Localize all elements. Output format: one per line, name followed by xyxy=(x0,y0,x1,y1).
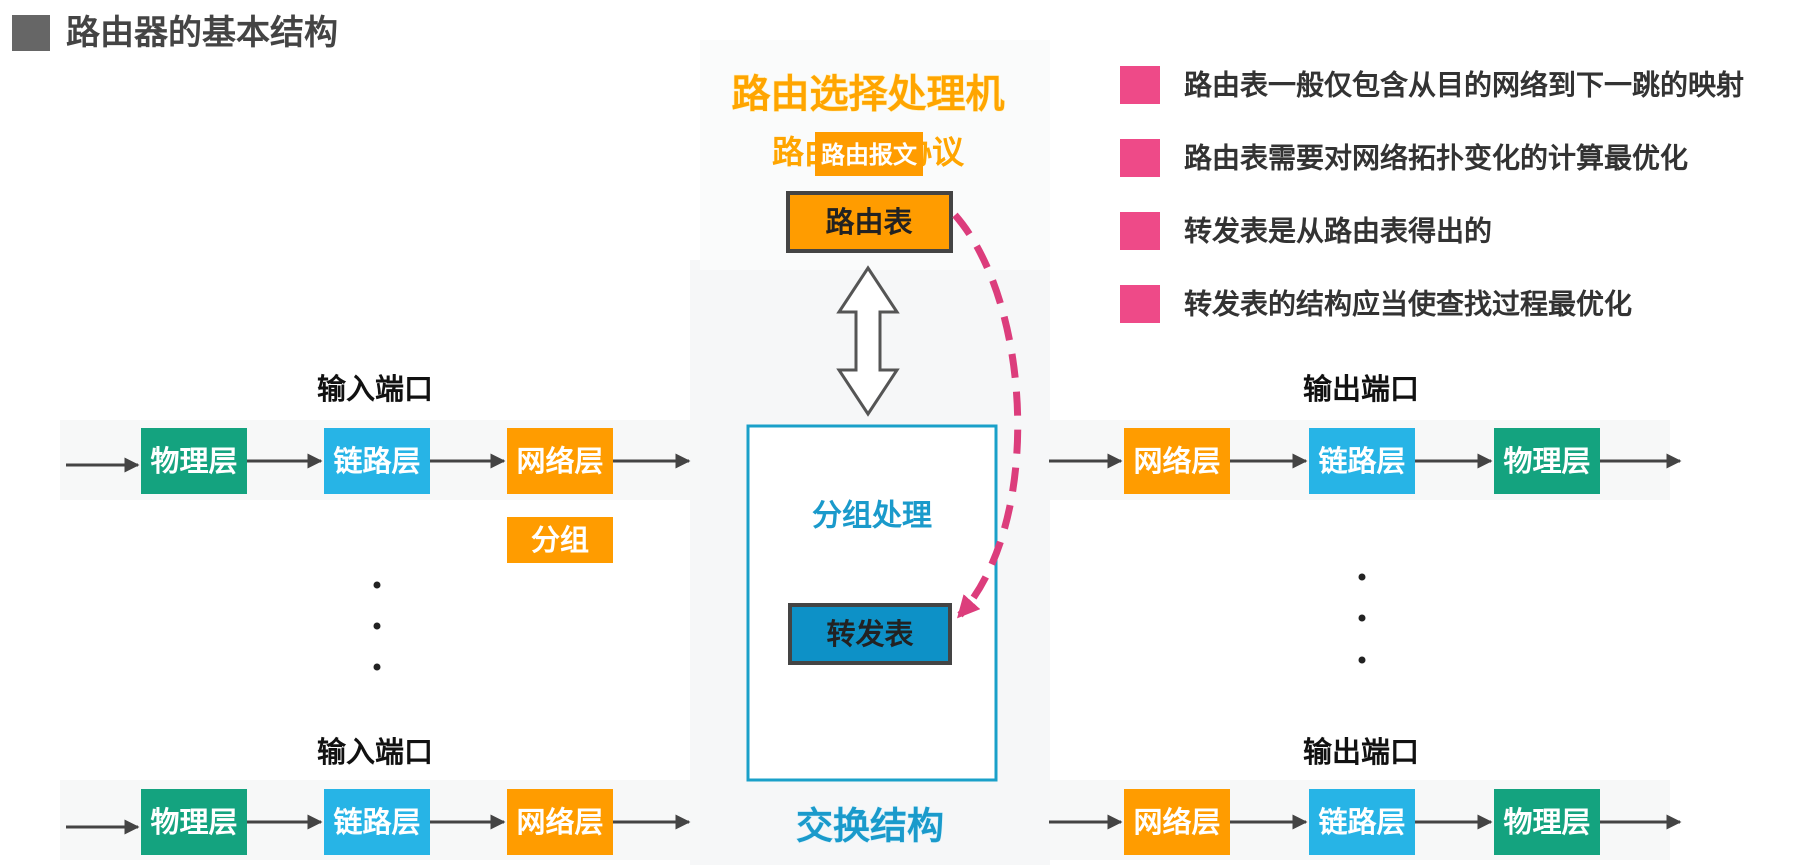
packet-processing-label: 分组处理 xyxy=(812,499,932,534)
output-2-network-layer-box xyxy=(1124,789,1230,855)
output-1-physical-layer-label: 物理层 xyxy=(1503,444,1590,478)
note-item-2: 路由表需要对网络拓扑变化的计算最优化 xyxy=(1184,142,1688,175)
output-1-physical-layer-box xyxy=(1494,428,1600,494)
note-item-4: 转发表的结构应当使查找过程最优化 xyxy=(1184,288,1632,321)
output-2-physical-layer-box xyxy=(1494,789,1600,855)
square-bullet-icon xyxy=(1120,66,1160,104)
input-port-2-label: 输入端口 xyxy=(317,735,433,769)
notes-list: 路由表一般仅包含从目的网络到下一跳的映射 路由表需要对网络拓扑变化的计算最优化 … xyxy=(1120,66,1744,323)
ellipsis-dot xyxy=(1358,614,1366,622)
input-2-link-layer-box xyxy=(324,789,430,855)
input-2-link-layer-label: 链路层 xyxy=(333,805,420,839)
page-title: 路由器的基本结构 xyxy=(66,13,338,53)
ellipsis-dot xyxy=(1358,656,1366,664)
input-port-1-label: 输入端口 xyxy=(317,372,433,406)
square-bullet-icon xyxy=(1120,212,1160,250)
ellipsis-dot xyxy=(1358,573,1366,581)
output-port-2-label: 输出端口 xyxy=(1303,735,1419,769)
output-1-network-layer-label: 网络层 xyxy=(1133,444,1220,478)
forwarding-table-box xyxy=(788,603,952,665)
output-2-link-layer-box xyxy=(1309,789,1415,855)
ellipsis-dot xyxy=(373,581,381,589)
input-2-network-layer-box xyxy=(507,789,613,855)
square-bullet-icon xyxy=(1120,285,1160,323)
ellipsis-dot xyxy=(373,663,381,671)
routing-message-label: 路由报文 xyxy=(821,141,918,169)
output-2-physical-layer-label: 物理层 xyxy=(1503,805,1590,839)
packet-label: 分组 xyxy=(531,523,589,557)
output-1-link-layer-box xyxy=(1309,428,1415,494)
output-port-1-label: 输出端口 xyxy=(1303,372,1419,406)
note-item-3: 转发表是从路由表得出的 xyxy=(1184,215,1492,248)
switch-fabric-label: 交换结构 xyxy=(796,805,944,848)
input-2-physical-layer-box xyxy=(141,789,247,855)
ellipsis-dot xyxy=(373,622,381,630)
output-2-network-layer-label: 网络层 xyxy=(1133,805,1220,839)
output-2-link-layer-label: 链路层 xyxy=(1318,805,1405,839)
routing-table-label: 路由表 xyxy=(825,205,912,239)
input-2-physical-layer-label: 物理层 xyxy=(150,805,237,839)
packet-box xyxy=(507,517,613,563)
input-1-link-layer-box xyxy=(324,428,430,494)
input-1-physical-layer-box xyxy=(141,428,247,494)
input-1-network-layer-box xyxy=(507,428,613,494)
square-bullet-icon xyxy=(1120,139,1160,177)
routing-to-forwarding-dashed-arrow xyxy=(952,212,1022,619)
output-1-network-layer-box xyxy=(1124,428,1230,494)
square-marker-icon xyxy=(12,15,50,51)
routing-message-tag xyxy=(815,132,923,176)
routing-table-box xyxy=(786,191,953,253)
input-1-link-layer-label: 链路层 xyxy=(333,444,420,478)
forwarding-table-label: 转发表 xyxy=(826,617,913,651)
note-item-1: 路由表一般仅包含从目的网络到下一跳的映射 xyxy=(1184,69,1744,102)
double-arrow-icon xyxy=(836,265,900,417)
routing-processor-title: 路由选择处理机 xyxy=(731,73,1004,118)
input-2-network-layer-label: 网络层 xyxy=(516,805,603,839)
output-1-link-layer-label: 链路层 xyxy=(1318,444,1405,478)
input-1-network-layer-label: 网络层 xyxy=(516,444,603,478)
input-1-physical-layer-label: 物理层 xyxy=(150,444,237,478)
